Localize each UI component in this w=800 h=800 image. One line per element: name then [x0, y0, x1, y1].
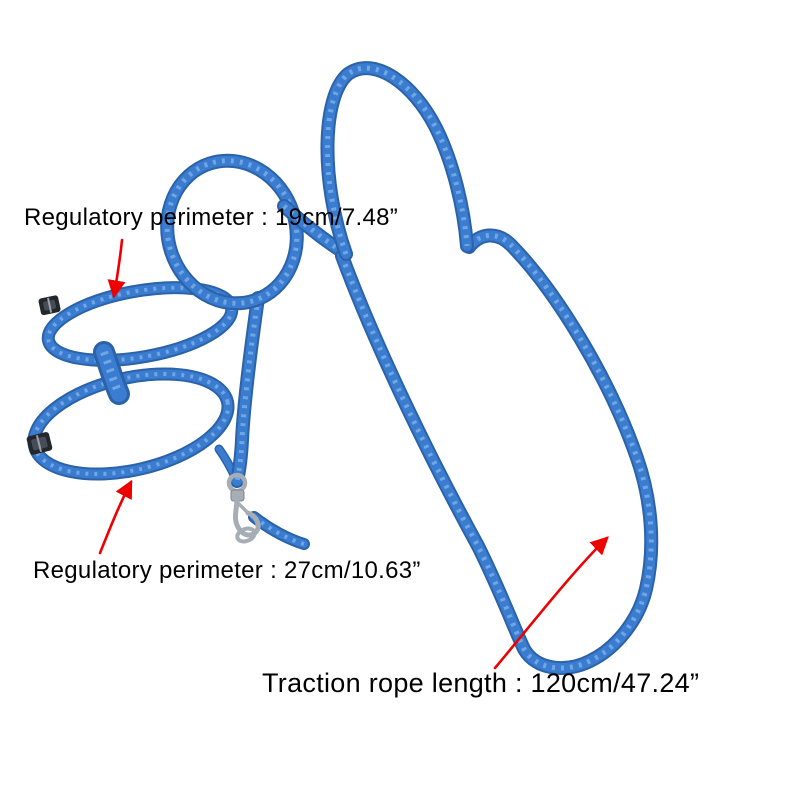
annotation-label-upper-loop: Regulatory perimeter : 19cm/7.48”	[24, 204, 399, 231]
annotation-arrow-rope-length	[493, 536, 609, 670]
metal-swivel-clasp	[226, 472, 261, 544]
annotation-arrow-lower-loop	[98, 479, 133, 555]
buckle-upper	[38, 295, 61, 316]
harness-lower-loop	[24, 357, 238, 491]
leash-main-rope	[342, 235, 651, 668]
buckle-lower	[26, 432, 53, 455]
rope-tail	[254, 517, 304, 544]
annotation-label-rope-length: Traction rope length : 120cm/47.24”	[262, 668, 700, 698]
harness-bridge-strap	[104, 352, 119, 394]
annotation-label-lower-loop: Regulatory perimeter : 27cm/10.63”	[33, 557, 421, 584]
annotation-arrow-upper-loop	[107, 238, 126, 299]
leash-rope-to-clasp	[237, 298, 258, 481]
